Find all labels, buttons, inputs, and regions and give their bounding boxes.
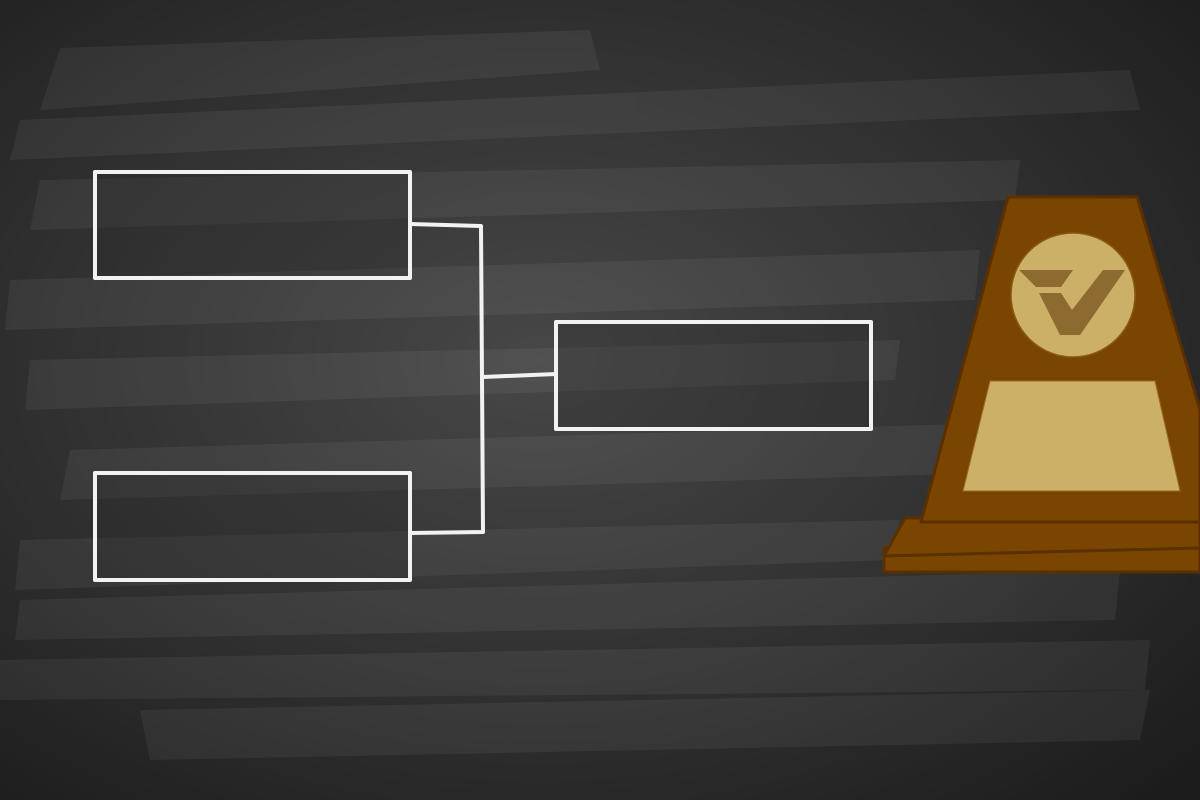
bracket-slot-round1-bottom[interactable] bbox=[93, 471, 412, 582]
trophy-nameplate bbox=[962, 380, 1181, 492]
trophy-icon bbox=[882, 195, 1200, 574]
bracket-slot-round1-top[interactable] bbox=[93, 170, 412, 280]
bracket-slot-final[interactable] bbox=[554, 320, 873, 431]
check-logo-icon bbox=[1019, 270, 1125, 335]
bracket bbox=[93, 170, 873, 582]
chalk-smudges bbox=[0, 30, 1150, 760]
bracket-connector bbox=[408, 222, 558, 535]
trophy-base-step bbox=[882, 516, 1200, 558]
trophy-medallion bbox=[1010, 232, 1136, 358]
